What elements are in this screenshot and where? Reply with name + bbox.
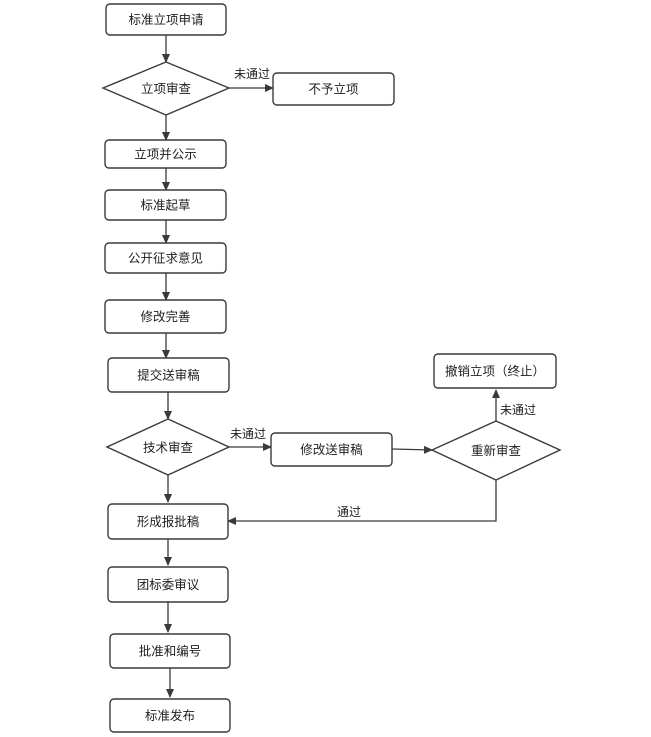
node-approve-publicize-label: 立项并公示: [134, 147, 197, 162]
node-revise-review-draft: 修改送审稿: [270, 432, 393, 467]
node-approve-number: 批准和编号: [109, 633, 231, 669]
node-reject-project-label: 不予立项: [308, 82, 358, 97]
node-cancel-project-label: 撤销立项（终止）: [445, 364, 545, 379]
node-submit-review-draft: 提交送审稿: [107, 357, 230, 393]
node-form-approval-draft-label: 形成报批稿: [137, 514, 200, 529]
node-revise-complete: 修改完善: [104, 299, 227, 334]
node-approve-publicize: 立项并公示: [104, 139, 227, 169]
node-public-comment-label: 公开征求意见: [128, 251, 203, 266]
label-project-not-passed: 未通过: [234, 67, 270, 81]
node-revise-complete-label: 修改完善: [140, 309, 190, 324]
node-apply-label: 标准立项申请: [128, 12, 203, 27]
node-project-review: 立项审查: [101, 61, 231, 116]
edge-re-review-to-approval-draft: [227, 480, 497, 525]
node-publish: 标准发布: [109, 698, 231, 733]
node-apply: 标准立项申请: [105, 3, 227, 36]
node-approve-number-label: 批准和编号: [139, 644, 202, 659]
label-re-review-passed: 通过: [337, 505, 361, 519]
node-draft-label: 标准起草: [140, 198, 190, 213]
node-cancel-project: 撤销立项（终止）: [433, 353, 557, 389]
node-re-review: 重新审查: [430, 420, 562, 481]
node-committee-review-label: 团标委审议: [137, 577, 200, 592]
node-draft: 标准起草: [104, 189, 227, 221]
node-submit-review-draft-label: 提交送审稿: [137, 368, 200, 383]
edges: [162, 35, 500, 698]
edge-labels: 未通过 未通过 未通过 通过: [230, 67, 536, 519]
node-technical-review: 技术审查: [105, 418, 231, 476]
node-revise-review-draft-label: 修改送审稿: [300, 442, 363, 457]
label-re-review-not-passed: 未通过: [500, 403, 536, 417]
node-committee-review: 团标委审议: [107, 566, 229, 603]
node-publish-label: 标准发布: [145, 708, 195, 723]
node-public-comment: 公开征求意见: [104, 242, 227, 274]
node-re-review-label: 重新审查: [471, 443, 522, 458]
node-project-review-label: 立项审查: [141, 81, 192, 96]
edge-revise-draft-to-re-review: [391, 445, 433, 454]
node-technical-review-label: 技术审查: [143, 440, 194, 455]
node-reject-project: 不予立项: [272, 72, 395, 106]
label-technical-not-passed: 未通过: [230, 427, 266, 441]
node-form-approval-draft: 形成报批稿: [107, 503, 229, 540]
